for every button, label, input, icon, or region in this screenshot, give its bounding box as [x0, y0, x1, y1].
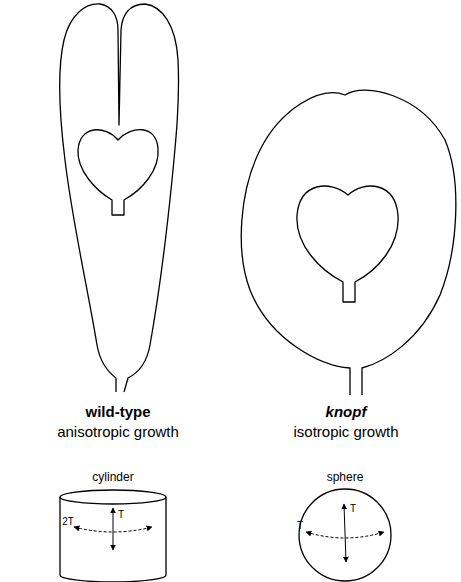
wild-type-seed-outline — [60, 4, 179, 392]
tension-label: T — [118, 509, 124, 520]
tension-label: T — [350, 503, 356, 514]
tension-arrow — [74, 527, 152, 532]
knopf-seed-outline — [241, 90, 456, 395]
shape-label: cylinder — [92, 471, 133, 484]
cylinder-shape — [60, 490, 166, 582]
shape-label: sphere — [327, 471, 364, 484]
tension-arrow — [344, 504, 346, 562]
figure-subtitle: anisotropic growth — [57, 424, 179, 441]
wild-type-embryo — [78, 130, 158, 215]
tension-label: 2T — [62, 516, 74, 527]
tension-label: T — [297, 520, 303, 531]
knopf-embryo — [297, 186, 398, 302]
figure-label: knopf — [326, 404, 367, 421]
figure-subtitle: isotropic growth — [293, 424, 398, 441]
sphere-shape — [299, 489, 391, 581]
tension-arrow — [306, 532, 384, 538]
figure-label: wild-type — [85, 404, 150, 421]
tension-arrow — [113, 508, 114, 550]
